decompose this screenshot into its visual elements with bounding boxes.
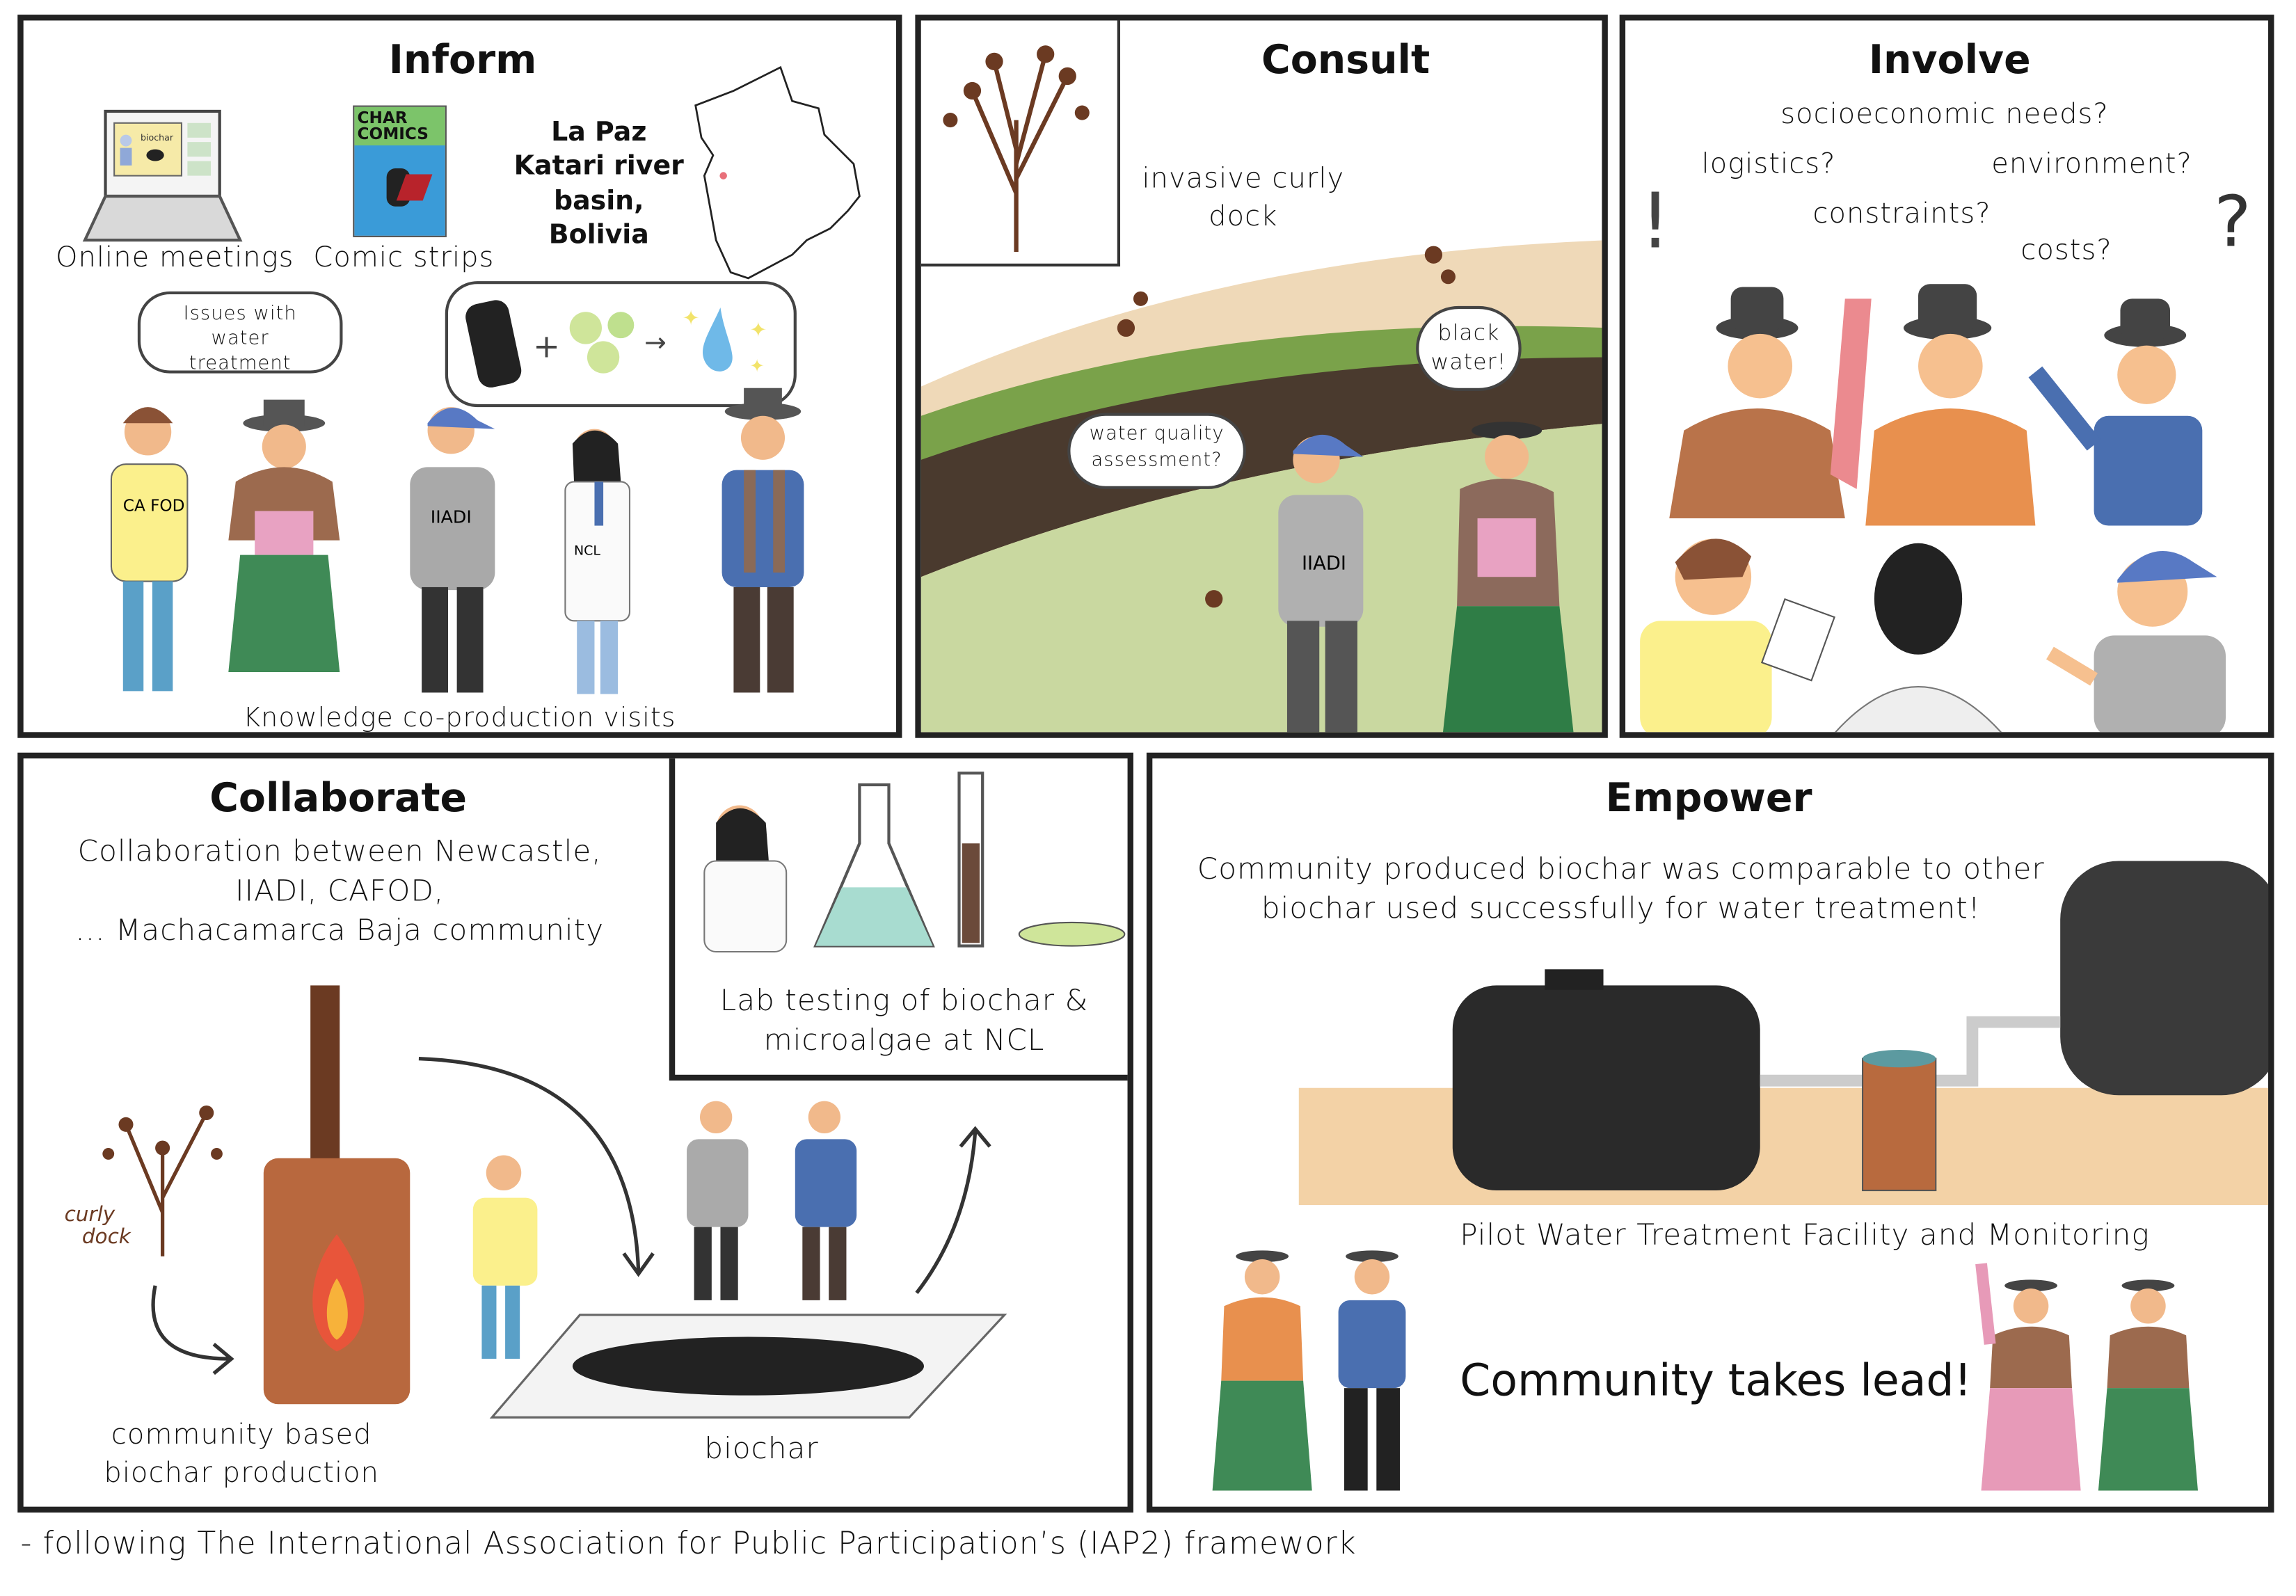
exclamation-bubble: ! — [1640, 178, 1671, 267]
person-iiadi: IIADI — [410, 407, 495, 693]
curly-dock-plant-icon — [943, 45, 1090, 252]
biochar-plus-algae-to-water-icon: + → ✦ ✦ ✦ — [465, 300, 767, 388]
arrow-icon — [418, 1056, 655, 1277]
people-small — [472, 1101, 857, 1359]
panel-inform: Inform biochar Online meetings CHAR COMI… — [17, 15, 902, 738]
lab-equipment — [703, 772, 1126, 953]
label-curly-dock: curly dock — [64, 1203, 131, 1250]
person-iiadi: IIADI — [1278, 434, 1364, 733]
footer-note: - following The International Associatio… — [20, 1525, 1357, 1561]
svg-text:CA FOD: CA FOD — [123, 497, 185, 516]
person-aymara-woman — [228, 399, 340, 673]
comic-cover-image: CHAR COMICS — [353, 105, 447, 237]
biochar-pile — [489, 1314, 1007, 1419]
lab-testing-caption: Lab testing of biochar & microalgae at N… — [719, 982, 1089, 1058]
question-costs: costs? — [2020, 234, 2112, 267]
svg-text:IIADI: IIADI — [1302, 553, 1346, 575]
panel-title: Consult — [1261, 38, 1430, 83]
bolivia-map — [694, 65, 861, 280]
label-knowledge-visits: Knowledge co-production visits — [243, 703, 676, 734]
speech-bubble-issues: Issues with water treatment — [137, 291, 343, 374]
person-man-hat — [722, 388, 804, 693]
panel-title: Empower — [1605, 776, 1812, 822]
panel-title: Collaborate — [209, 776, 468, 822]
location-label: La Paz Katari river basin, Bolivia — [513, 117, 684, 251]
svg-text:→: → — [644, 327, 667, 358]
speech-bubble-biochar-algae: + → ✦ ✦ ✦ — [445, 281, 797, 408]
question-environment: environment? — [1991, 147, 2192, 180]
panel-collaborate: Collaborate Collaboration between Newcas… — [17, 752, 1133, 1513]
svg-text:NCL: NCL — [574, 543, 600, 559]
arrow-icon — [151, 1285, 234, 1375]
lab-testing-inset: Lab testing of biochar & microalgae at N… — [669, 758, 1128, 1081]
question-bubble: ? — [2214, 181, 2251, 264]
community-lead-text: Community takes lead! — [1460, 1355, 1972, 1407]
question-logistics: logistics? — [1701, 147, 1836, 180]
empower-people-left — [1212, 1250, 1406, 1491]
speech-bubble-water-quality: water quality assessment? — [1067, 413, 1247, 489]
consult-people: IIADI — [1278, 422, 1574, 733]
curly-dock-plant-icon — [102, 1105, 223, 1256]
people-group: CA FOD IIADI NCL — [110, 388, 804, 694]
label-pilot-facility: Pilot Water Treatment Facility and Monit… — [1460, 1216, 2150, 1252]
panel-empower: Empower Community produced biochar was c… — [1146, 752, 2274, 1513]
svg-text:✦: ✦ — [750, 318, 767, 342]
panel-title: Inform — [388, 38, 537, 83]
arrow-icon — [915, 1126, 991, 1294]
label-invasive-curly-dock: invasive curly dock — [1142, 162, 1345, 232]
person-aymara-woman — [1442, 422, 1574, 733]
panel-involve: Involve socioeconomic needs? logistics? … — [1619, 15, 2274, 738]
question-socioeconomic: socioeconomic needs? — [1780, 98, 2109, 131]
svg-text:IIADI: IIADI — [431, 506, 472, 527]
biochar-kiln — [263, 985, 410, 1405]
water-treatment-facility — [1298, 861, 2269, 1206]
laptop-icon: biochar — [82, 109, 243, 242]
panel-consult: Consult invasive curly dock black water!… — [915, 15, 1608, 738]
person-cafod: CA FOD — [110, 407, 189, 692]
involve-people — [1640, 284, 2226, 733]
label-biochar-production: community based biochar production — [104, 1419, 380, 1489]
label-comic-strips: Comic strips — [313, 241, 495, 274]
person-ncl-scientist: NCL — [564, 429, 631, 694]
svg-text:biochar: biochar — [141, 132, 174, 143]
panel-title: Involve — [1868, 38, 2031, 83]
svg-text:✦: ✦ — [683, 306, 700, 330]
empower-people-right — [1975, 1263, 2199, 1491]
collaboration-description: Collaboration between Newcastle, IIADI, … — [75, 833, 605, 948]
empower-result-text: Community produced biochar was comparabl… — [1197, 850, 2045, 926]
svg-text:✦: ✦ — [750, 356, 765, 376]
label-online-meetings: Online meetings — [55, 241, 294, 274]
question-constraints: constraints? — [1812, 198, 1991, 230]
speech-bubble-black-water: black water! — [1416, 305, 1522, 391]
label-biochar: biochar — [704, 1430, 819, 1466]
curly-dock-inset — [920, 20, 1121, 267]
svg-text:+: + — [533, 328, 560, 365]
